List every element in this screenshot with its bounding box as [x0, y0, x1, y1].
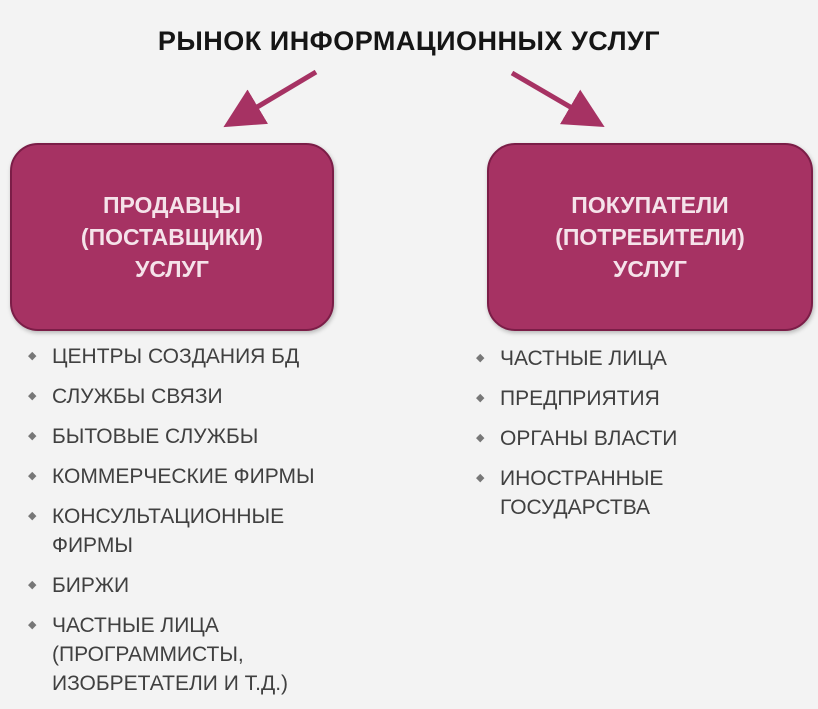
list-item-label: СЛУЖБЫ СВЯЗИ [52, 385, 223, 408]
sellers-list: ◆ ЦЕНТРЫ СОЗДАНИЯ БД ◆ СЛУЖБЫ СВЯЗИ ◆ БЫТОВ… [28, 342, 358, 709]
list-item-label: ЧАСТНЫЕ ЛИЦА (ПРОГРАММИСТЫ, ИЗОБРЕТАТЕЛИ… [52, 614, 289, 695]
list-item-label: БИРЖИ [52, 574, 130, 597]
arrows-layer [223, 69, 605, 128]
list-item: ◆ ОРГАНЫ ВЛАСТИ [476, 424, 776, 453]
list-item-label: КОММЕРЧЕСКИЕ ФИРМЫ [52, 465, 315, 488]
list-item-label: ОРГАНЫ ВЛАСТИ [500, 427, 678, 450]
list-item-label: БЫТОВЫЕ СЛУЖБЫ [52, 425, 259, 448]
bullet-icon: ◆ [476, 352, 485, 364]
list-item-label: ПРЕДПРИЯТИЯ [500, 387, 660, 410]
list-item: ◆ ЦЕНТРЫ СОЗДАНИЯ БД [28, 342, 358, 371]
list-item: ◆ ЧАСТНЫЕ ЛИЦА (ПРОГРАММИСТЫ, ИЗОБРЕТАТЕЛ… [28, 611, 358, 698]
buyers-box-line: УСЛУГ [613, 256, 687, 282]
buyers-box: ПОКУПАТЕЛИ (ПОТРЕБИТЕЛИ) УСЛУГ [487, 143, 813, 331]
bullet-icon: ◆ [28, 510, 37, 522]
list-item-label: ЧАСТНЫЕ ЛИЦА [500, 347, 667, 370]
arrow-to-buyers [510, 70, 605, 128]
list-item: ◆ КОММЕРЧЕСКИЕ ФИРМЫ [28, 462, 358, 491]
bullet-icon: ◆ [476, 392, 485, 404]
buyers-box-line: ПОКУПАТЕЛИ [571, 192, 729, 218]
list-item: ◆ ПРЕДПРИЯТИЯ [476, 384, 776, 413]
bullet-icon: ◆ [28, 470, 37, 482]
diagram-title: РЫНОК ИНФОРМАЦИОННЫХ УСЛУГ [157, 26, 661, 56]
list-item: ◆ БИРЖИ [28, 571, 358, 600]
bullet-icon: ◆ [28, 430, 37, 442]
sellers-box-line: УСЛУГ [135, 256, 209, 282]
list-item-label: КОНСУЛЬТАЦИОННЫЕ ФИРМЫ [52, 505, 285, 557]
list-item: ◆ ИНОСТРАННЫЕ ГОСУДАРСТВА [476, 464, 776, 522]
bullet-icon: ◆ [476, 472, 485, 484]
list-item: ◆ КОНСУЛЬТАЦИОННЫЕ ФИРМЫ [28, 502, 358, 560]
list-item: ◆ БЫТОВЫЕ СЛУЖБЫ [28, 422, 358, 451]
arrow-to-sellers [223, 69, 318, 128]
bullet-icon: ◆ [28, 390, 37, 402]
bullet-icon: ◆ [28, 579, 37, 591]
buyers-box-line: (ПОТРЕБИТЕЛИ) [555, 224, 745, 250]
list-item-label: ЦЕНТРЫ СОЗДАНИЯ БД [52, 345, 300, 368]
bullet-icon: ◆ [476, 432, 485, 444]
bullet-icon: ◆ [28, 619, 37, 631]
bullet-icon: ◆ [28, 350, 37, 362]
list-item: ◆ ЧАСТНЫЕ ЛИЦА [476, 344, 776, 373]
sellers-box: ПРОДАВЦЫ (ПОСТАВЩИКИ) УСЛУГ [10, 143, 334, 331]
list-item-label: ИНОСТРАННЫЕ ГОСУДАРСТВА [500, 467, 664, 519]
sellers-box-line: ПРОДАВЦЫ [102, 192, 242, 218]
list-item: ◆ СЛУЖБЫ СВЯЗИ [28, 382, 358, 411]
sellers-box-line: (ПОСТАВЩИКИ) [80, 224, 264, 250]
buyers-list: ◆ ЧАСТНЫЕ ЛИЦА ◆ ПРЕДПРИЯТИЯ ◆ ОРГАНЫ ВЛАСТ… [476, 344, 776, 533]
